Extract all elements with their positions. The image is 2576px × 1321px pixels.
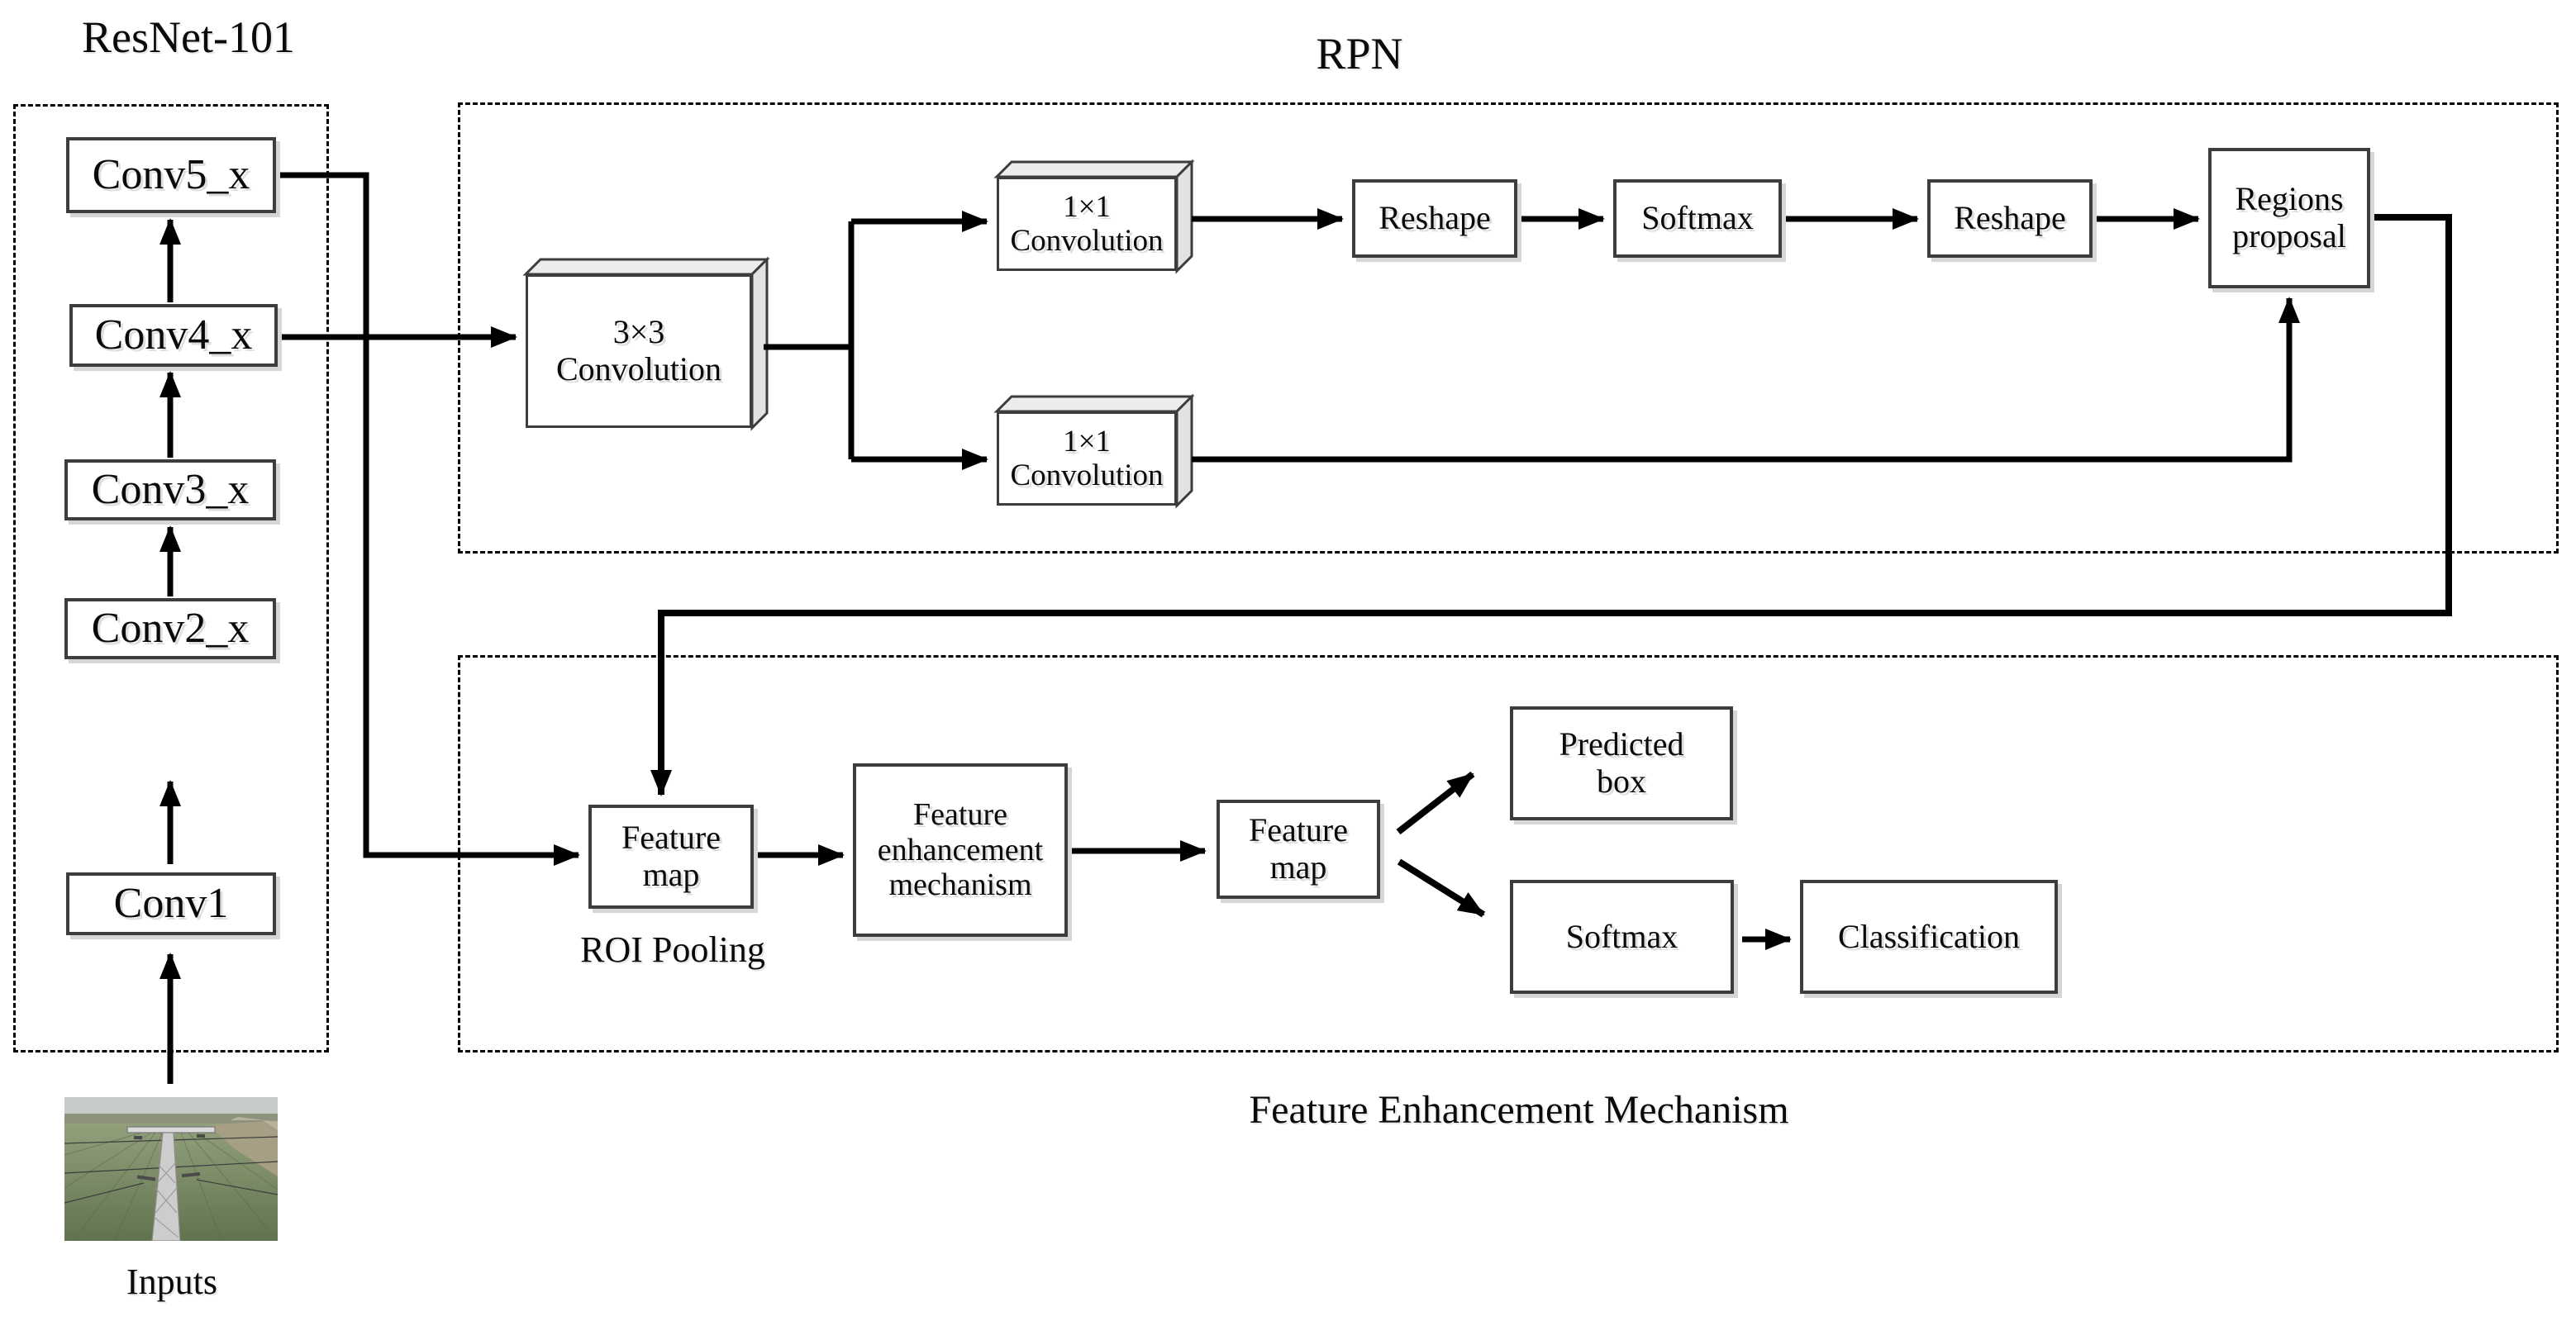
conv1x1-bottom-3d-faces (993, 393, 1195, 509)
conv3x3-word-label: Convolution (555, 350, 722, 387)
enhanced-feature-map-line2: map (1269, 848, 1327, 886)
connector-3x3-split-trunk (764, 221, 855, 459)
mechanism-line2: enhancement (877, 832, 1044, 867)
conv1x1-top-block: 1×1 Convolution (997, 177, 1177, 271)
roi-feature-map-block: Feature map (588, 805, 754, 909)
enhanced-feature-map-line1: Feature (1249, 811, 1348, 849)
connector-conv5-to-roi-feature-map (276, 172, 580, 866)
conv3-label: Conv3_x (91, 465, 250, 513)
reshape2-block: Reshape (1927, 179, 2093, 258)
conv5-block: Conv5_x (66, 137, 276, 213)
reshape1-block: Reshape (1352, 179, 1517, 258)
reshape2-label: Reshape (1954, 199, 2066, 237)
rpn-section-title: RPN (1316, 29, 1403, 78)
photo-tower-crossarm (126, 1126, 216, 1133)
regions-proposal-block: Regions proposal (2208, 148, 2370, 288)
photo-road (230, 1117, 278, 1130)
conv3-block: Conv3_x (64, 459, 276, 520)
conv3x3-kernel-label: 3×3 (612, 313, 665, 351)
feature-enhancement-mechanism-block: Feature enhancement mechanism (853, 763, 1068, 937)
arrow-feature-map-out-to-predicted-box (1396, 771, 1475, 835)
conv1x1-top-word-label: Convolution (1010, 224, 1164, 258)
conv4-block: Conv4_x (69, 304, 278, 367)
conv1-block: Conv1 (66, 872, 276, 935)
regions-proposal-line2: proposal (2232, 217, 2346, 254)
enhanced-feature-map-block: Feature map (1217, 800, 1380, 899)
conv5-label: Conv5_x (92, 150, 250, 198)
roi-feature-map-line2: map (642, 856, 700, 893)
connector-regions-proposal-to-roi-feature-map (650, 214, 2452, 796)
rpn-softmax-label: Softmax (1641, 199, 1754, 237)
conv1x1-bottom-block: 1×1 Convolution (997, 411, 1177, 506)
mechanism-line3: mechanism (888, 867, 1032, 903)
rpn-dashed-region (458, 102, 2559, 554)
roi-feature-map-line1: Feature (621, 819, 721, 857)
conv3x3-block: 3×3 Convolution (526, 274, 752, 428)
photo-treeline (64, 1114, 278, 1125)
head-softmax-block: Softmax (1510, 880, 1734, 994)
regions-proposal-line1: Regions (2235, 180, 2344, 218)
predicted-box-line2: box (1597, 763, 1646, 800)
feature-enhancement-section-title: Feature Enhancement Mechanism (1249, 1088, 1789, 1132)
input-aerial-photo (64, 1097, 279, 1242)
head-softmax-label: Softmax (1565, 917, 1678, 955)
roi-pooling-label: ROI Pooling (580, 929, 765, 970)
resnet-section-title: ResNet-101 (82, 12, 295, 62)
conv1-label: Conv1 (113, 879, 229, 927)
conv2-label: Conv2_x (91, 604, 250, 652)
photo-insulators (134, 1134, 205, 1181)
mechanism-line1: Feature (913, 797, 1007, 833)
conv1x1-bottom-word-label: Convolution (1010, 459, 1164, 492)
rpn-softmax-block: Softmax (1613, 179, 1782, 258)
conv1x1-top-3d-faces (993, 159, 1195, 274)
predicted-box-block: Predicted box (1510, 706, 1733, 820)
conv4-label: Conv4_x (94, 311, 253, 359)
photo-tower-lattice (153, 1162, 179, 1238)
conv1x1-bottom-kernel-label: 1×1 (1063, 424, 1111, 459)
arrow-feature-map-out-to-softmax (1397, 858, 1486, 918)
reshape1-label: Reshape (1378, 199, 1491, 237)
classification-label: Classification (1838, 917, 2020, 955)
classification-block: Classification (1800, 880, 2058, 994)
predicted-box-line1: Predicted (1559, 725, 1684, 763)
connector-1x1-bottom-to-regions-proposal (1192, 297, 2300, 463)
conv2-block: Conv2_x (64, 598, 276, 659)
conv1x1-top-kernel-label: 1×1 (1063, 189, 1111, 224)
inputs-label: Inputs (126, 1262, 217, 1302)
